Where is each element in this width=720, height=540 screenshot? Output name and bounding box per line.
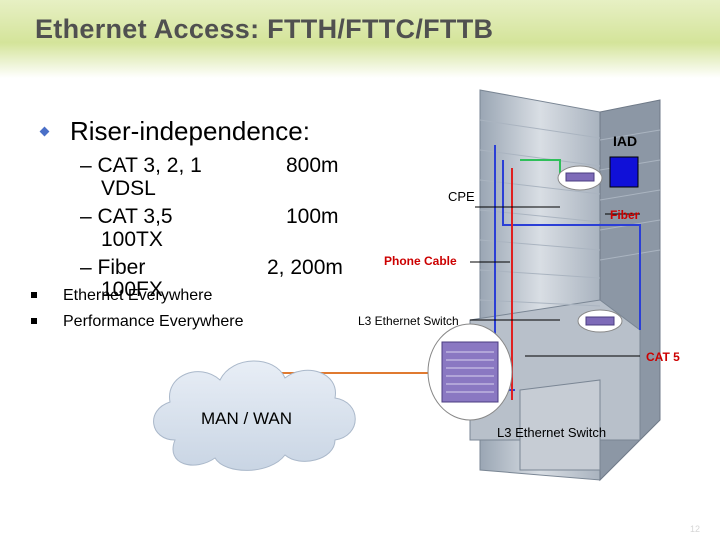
bullet-riser: Riser-independence: — [70, 116, 310, 146]
media-label-1: – CAT 3, 2, 1 — [80, 154, 202, 177]
label-fiber: Fiber — [610, 208, 640, 222]
cpe-device-icon — [557, 165, 603, 191]
label-cpe: CPE — [448, 189, 475, 204]
media-distance-1: 800m — [286, 154, 339, 177]
media-label-2: – CAT 3,5 — [80, 205, 173, 228]
media-label-3: – Fiber — [80, 256, 146, 279]
iad-box — [609, 156, 639, 188]
bullet-square-icon — [31, 318, 37, 324]
media-label2-3: 100FX — [101, 278, 163, 301]
header-band — [0, 0, 720, 78]
man-wan-cloud — [153, 360, 356, 471]
label-man-wan: MAN / WAN — [201, 409, 292, 428]
slide-title: Ethernet Access: FTTH/FTTC/FTTB — [35, 14, 494, 44]
label-l3-switch-top: L3 Ethernet Switch — [358, 314, 459, 328]
slide-number: 12 — [689, 524, 700, 534]
small-switch-icon — [577, 309, 623, 333]
bullet-performance: Performance Everywhere — [63, 313, 244, 330]
l3-switch-chassis-icon — [427, 323, 513, 421]
label-iad: IAD — [613, 133, 637, 149]
bullet-ethernet: Ethernet Everywhere — [63, 287, 213, 304]
label-phone-cable: Phone Cable — [384, 254, 457, 268]
label-cat5: CAT 5 — [646, 350, 680, 364]
media-distance-3: 2, 200m — [267, 256, 343, 279]
label-l3-switch-bottom: L3 Ethernet Switch — [497, 425, 606, 440]
media-distance-2: 100m — [286, 205, 339, 228]
media-label2-1: VDSL — [101, 177, 156, 200]
media-label2-2: 100TX — [101, 228, 163, 251]
bullet-square-icon — [31, 292, 37, 298]
